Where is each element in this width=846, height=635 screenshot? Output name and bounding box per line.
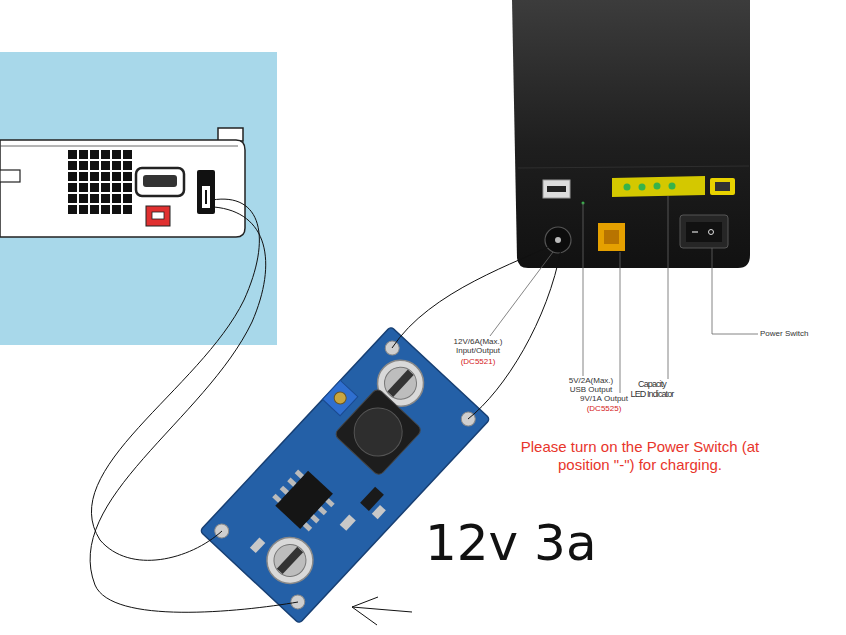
power-port bbox=[197, 170, 215, 214]
console-edge bbox=[0, 146, 238, 147]
battery-icon bbox=[710, 178, 735, 195]
xt-socket bbox=[604, 230, 619, 244]
usb-socket bbox=[547, 186, 566, 192]
power-port-pin bbox=[205, 190, 207, 204]
leader-lines bbox=[490, 196, 758, 393]
power-switch bbox=[680, 215, 728, 248]
led-dot bbox=[669, 183, 676, 190]
connector-code: (DC5525) bbox=[587, 404, 622, 413]
console-bump bbox=[218, 128, 243, 141]
power-port-socket bbox=[202, 186, 210, 208]
boost-converter bbox=[200, 326, 490, 624]
led-dot bbox=[654, 183, 661, 190]
connector-code: (DC5521) bbox=[461, 357, 496, 366]
xt-port bbox=[598, 223, 625, 251]
led-dot bbox=[624, 184, 631, 191]
vent-grid bbox=[68, 150, 132, 214]
switch-mark bbox=[692, 231, 698, 232]
console-slot bbox=[0, 170, 20, 182]
hdmi-port bbox=[136, 168, 184, 196]
dc-jack-pin bbox=[555, 237, 561, 243]
hand-arrow bbox=[352, 597, 412, 625]
hdmi-socket bbox=[143, 175, 177, 187]
indicator-label: Capacity LED Indicator bbox=[630, 379, 674, 400]
console-background bbox=[0, 52, 277, 345]
red-port-socket bbox=[152, 212, 164, 219]
usb-port bbox=[543, 180, 570, 198]
switch-mark bbox=[709, 230, 714, 235]
switch-label: Power Switch bbox=[760, 329, 808, 338]
port-label: 9V/1A Output bbox=[580, 394, 628, 403]
voltage-note: 12v 3a bbox=[425, 516, 597, 571]
power-bank-edge bbox=[518, 166, 749, 168]
battery-icon-inner bbox=[715, 182, 730, 191]
red-port bbox=[146, 206, 170, 226]
switch-rocker bbox=[686, 222, 722, 242]
dc-jack bbox=[545, 227, 571, 253]
led-strip bbox=[612, 176, 705, 197]
console-body bbox=[0, 140, 245, 237]
power-bank-body bbox=[512, 0, 750, 268]
port-label: 12V/6A(Max.) Input/Output bbox=[447, 337, 509, 355]
charging-note: Please turn on the Power Switch (at posi… bbox=[504, 438, 776, 474]
led-dot bbox=[639, 184, 646, 191]
port-label: 5V/2A(Max.) USB Output bbox=[566, 376, 616, 394]
